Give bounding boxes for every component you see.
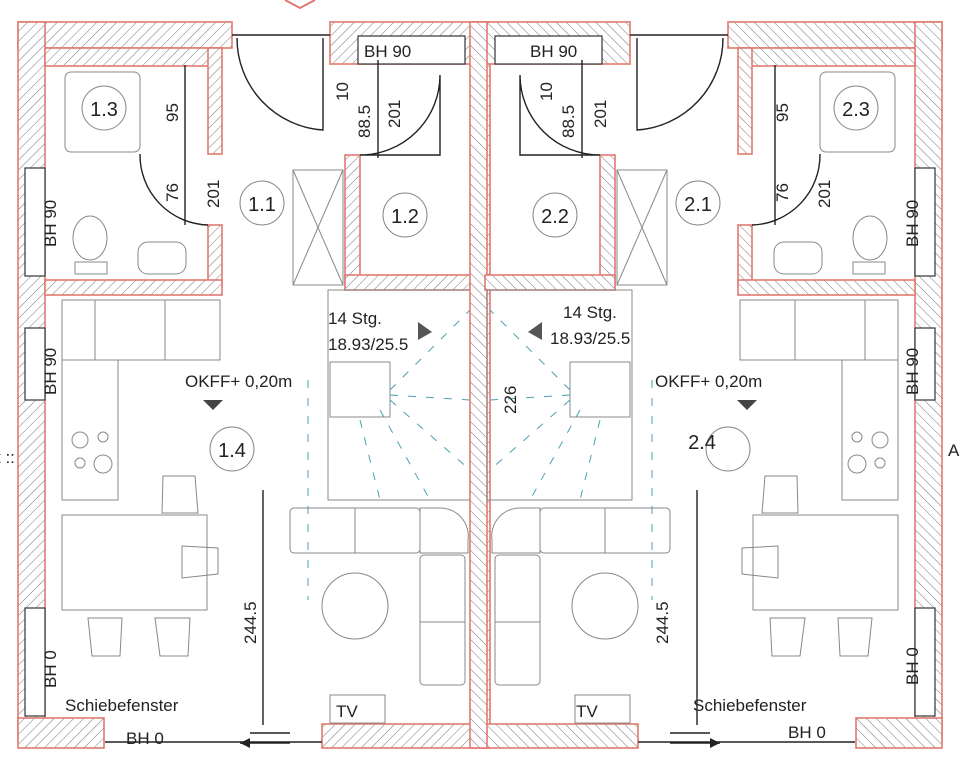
dim-95-right: 95 [773,103,792,122]
room-2-4: 2.4 [688,432,716,454]
window-top-left: BH 90 [364,42,411,61]
dim-10-right: 10 [537,82,556,101]
dim-244-5-left: 244.5 [241,601,260,644]
room-1-2: 1.2 [391,206,419,228]
sliding-window-height-right: BH 0 [788,723,826,742]
dim-244-5-right: 244.5 [653,601,672,644]
stairs-ratio-left: 18.93/25.5 [328,335,408,354]
room-2-3: 2.3 [842,99,870,121]
sliding-window-right: Schiebefenster [693,696,807,715]
dim-201-entry-right: 201 [591,100,610,128]
sliding-window-left: Schiebefenster [65,696,179,715]
window-left-middle: BH 90 [41,348,60,395]
edge-right: A [948,441,960,460]
window-left-upper: BH 90 [41,200,60,247]
room-2-1: 2.1 [684,194,712,216]
floor-level-right: OKFF+ 0,20m [655,372,762,391]
dim-201-entry-left: 201 [385,100,404,128]
window-left-lower: BH 0 [41,650,60,688]
dim-76-left: 76 [163,183,182,202]
window-top-right: BH 90 [530,42,577,61]
room-1-4: 1.4 [218,440,246,462]
stairs-ratio-right: 18.93/25.5 [550,329,630,348]
room-1-3: 1.3 [90,99,118,121]
window-right-upper: BH 90 [903,200,922,247]
dim-95-left: 95 [163,103,182,122]
window-right-lower: BH 0 [903,647,922,685]
dim-201-bath-right: 201 [815,180,834,208]
window-right-middle: BH 90 [903,348,922,395]
tv-left: TV [336,702,358,721]
dim-88-5-right: 88.5 [559,105,578,138]
dim-10-left: 10 [333,82,352,101]
room-1-1: 1.1 [248,194,276,216]
tv-right: TV [576,702,598,721]
stairs-steps-right: 14 Stg. [563,303,617,322]
sliding-window-height-left: BH 0 [126,729,164,748]
edge-left: t :: [0,448,15,467]
dim-201-bath-left: 201 [204,180,223,208]
floor-level-left: OKFF+ 0,20m [185,372,292,391]
stairs-steps-left: 14 Stg. [328,309,382,328]
dim-88-5-left: 88.5 [355,105,374,138]
dim-226: 226 [501,386,520,414]
room-2-2: 2.2 [541,206,569,228]
dim-76-right: 76 [773,183,792,202]
